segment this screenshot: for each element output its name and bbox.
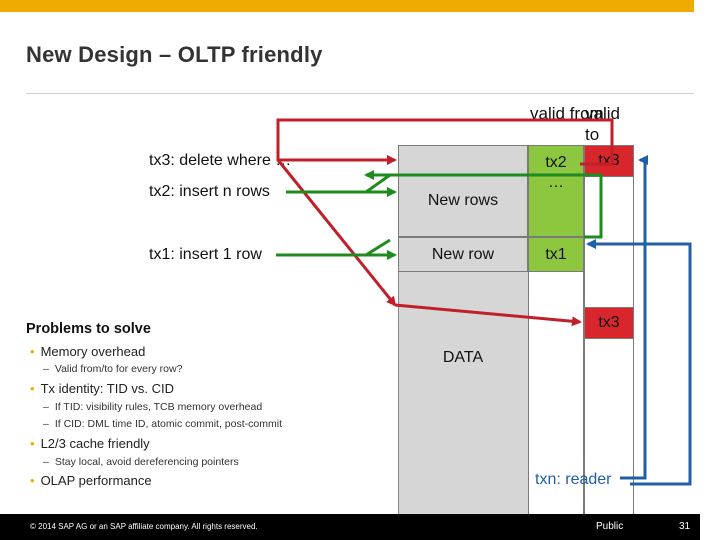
new-row-text: New row — [431, 246, 495, 263]
problem-item: • Memory overhead — [30, 344, 145, 359]
green-arrows — [276, 170, 603, 260]
dash-icon: – — [43, 418, 49, 430]
copyright-text: © 2014 SAP AG or an SAP affiliate compan… — [30, 522, 258, 531]
problem-subitem: –If TID: visibility rules, TCB memory ov… — [43, 401, 262, 413]
deleted-row-segment — [398, 145, 528, 175]
problem-text: Memory overhead — [40, 344, 146, 359]
red-arrows — [276, 118, 614, 327]
dash-icon: – — [43, 456, 49, 468]
problem-item: • OLAP performance — [30, 473, 152, 488]
tx1-from-cell — [528, 237, 584, 272]
from-empty-region — [528, 272, 584, 515]
tx3-to-text-bottom: tx3 — [598, 314, 620, 331]
classification-label: Public — [596, 521, 624, 532]
footer-bar — [0, 514, 700, 540]
tx1-label: tx1: insert 1 row — [149, 246, 262, 263]
dash-icon: – — [43, 401, 49, 413]
problem-text: L2/3 cache friendly — [40, 436, 150, 451]
problem-item: • L2/3 cache friendly — [30, 436, 150, 451]
page-number: 31 — [679, 521, 691, 532]
subitem-text: Stay local, avoid dereferencing pointers — [54, 456, 239, 468]
valid-from-header: valid from — [530, 104, 604, 123]
subitem-text: Valid from/to for every row? — [54, 363, 183, 375]
tx2-from-text: tx2 — [545, 154, 567, 171]
green-arrow-tick-top — [365, 173, 391, 194]
subitem-text: If CID: DML time ID, atomic commit, post… — [54, 418, 282, 430]
problem-subitem: –Stay local, avoid dereferencing pointer… — [43, 456, 239, 468]
bullet-icon: • — [30, 344, 35, 359]
green-return-path — [364, 170, 603, 239]
data-label: DATA — [442, 349, 484, 366]
tx3-label: tx3: delete where … — [149, 152, 292, 169]
red-arrow-diagonal — [276, 159, 397, 307]
problems-title: Problems to solve — [26, 321, 151, 337]
bullet-icon: • — [30, 381, 35, 396]
new-row-cell — [398, 237, 528, 272]
tx3-to-cell-bottom — [584, 307, 634, 339]
top-accent-bar — [0, 0, 694, 12]
blue-arrow-to-tx1 — [586, 239, 692, 486]
reader-label: txn: reader — [535, 471, 612, 488]
tx2-label: tx2: insert n rows — [149, 183, 270, 200]
problem-text: OLAP performance — [40, 473, 152, 488]
green-arrow-tick-mid — [365, 238, 391, 257]
problem-subitem: –If CID: DML time ID, atomic commit, pos… — [43, 418, 282, 430]
tx1-from-text: tx1 — [545, 246, 567, 263]
subitem-text: If TID: visibility rules, TCB memory ove… — [54, 401, 263, 413]
tx2-from-cell — [528, 145, 584, 237]
title-divider — [26, 93, 694, 94]
bullet-icon: • — [30, 473, 35, 488]
page-title: New Design – OLTP friendly — [26, 42, 323, 67]
valid-to-header: valid to — [585, 104, 620, 144]
new-rows-text: New rows — [427, 192, 499, 209]
blue-arrows — [586, 155, 692, 486]
problem-text: Tx identity: TID vs. CID — [40, 381, 174, 396]
to-empty-lower — [584, 339, 634, 515]
problem-item: • Tx identity: TID vs. CID — [30, 381, 174, 396]
dash-icon: – — [43, 363, 49, 375]
tx3-to-cell-top — [584, 145, 634, 177]
red-arrow-head-path — [276, 118, 614, 166]
red-arrow-bottom — [394, 303, 582, 327]
new-rows-cell — [398, 175, 528, 237]
bullet-icon: • — [30, 436, 35, 451]
ellipsis-text: … — [548, 174, 564, 191]
problem-subitem: –Valid from/to for every row? — [43, 363, 182, 375]
blue-arrow-to-top — [620, 155, 648, 480]
